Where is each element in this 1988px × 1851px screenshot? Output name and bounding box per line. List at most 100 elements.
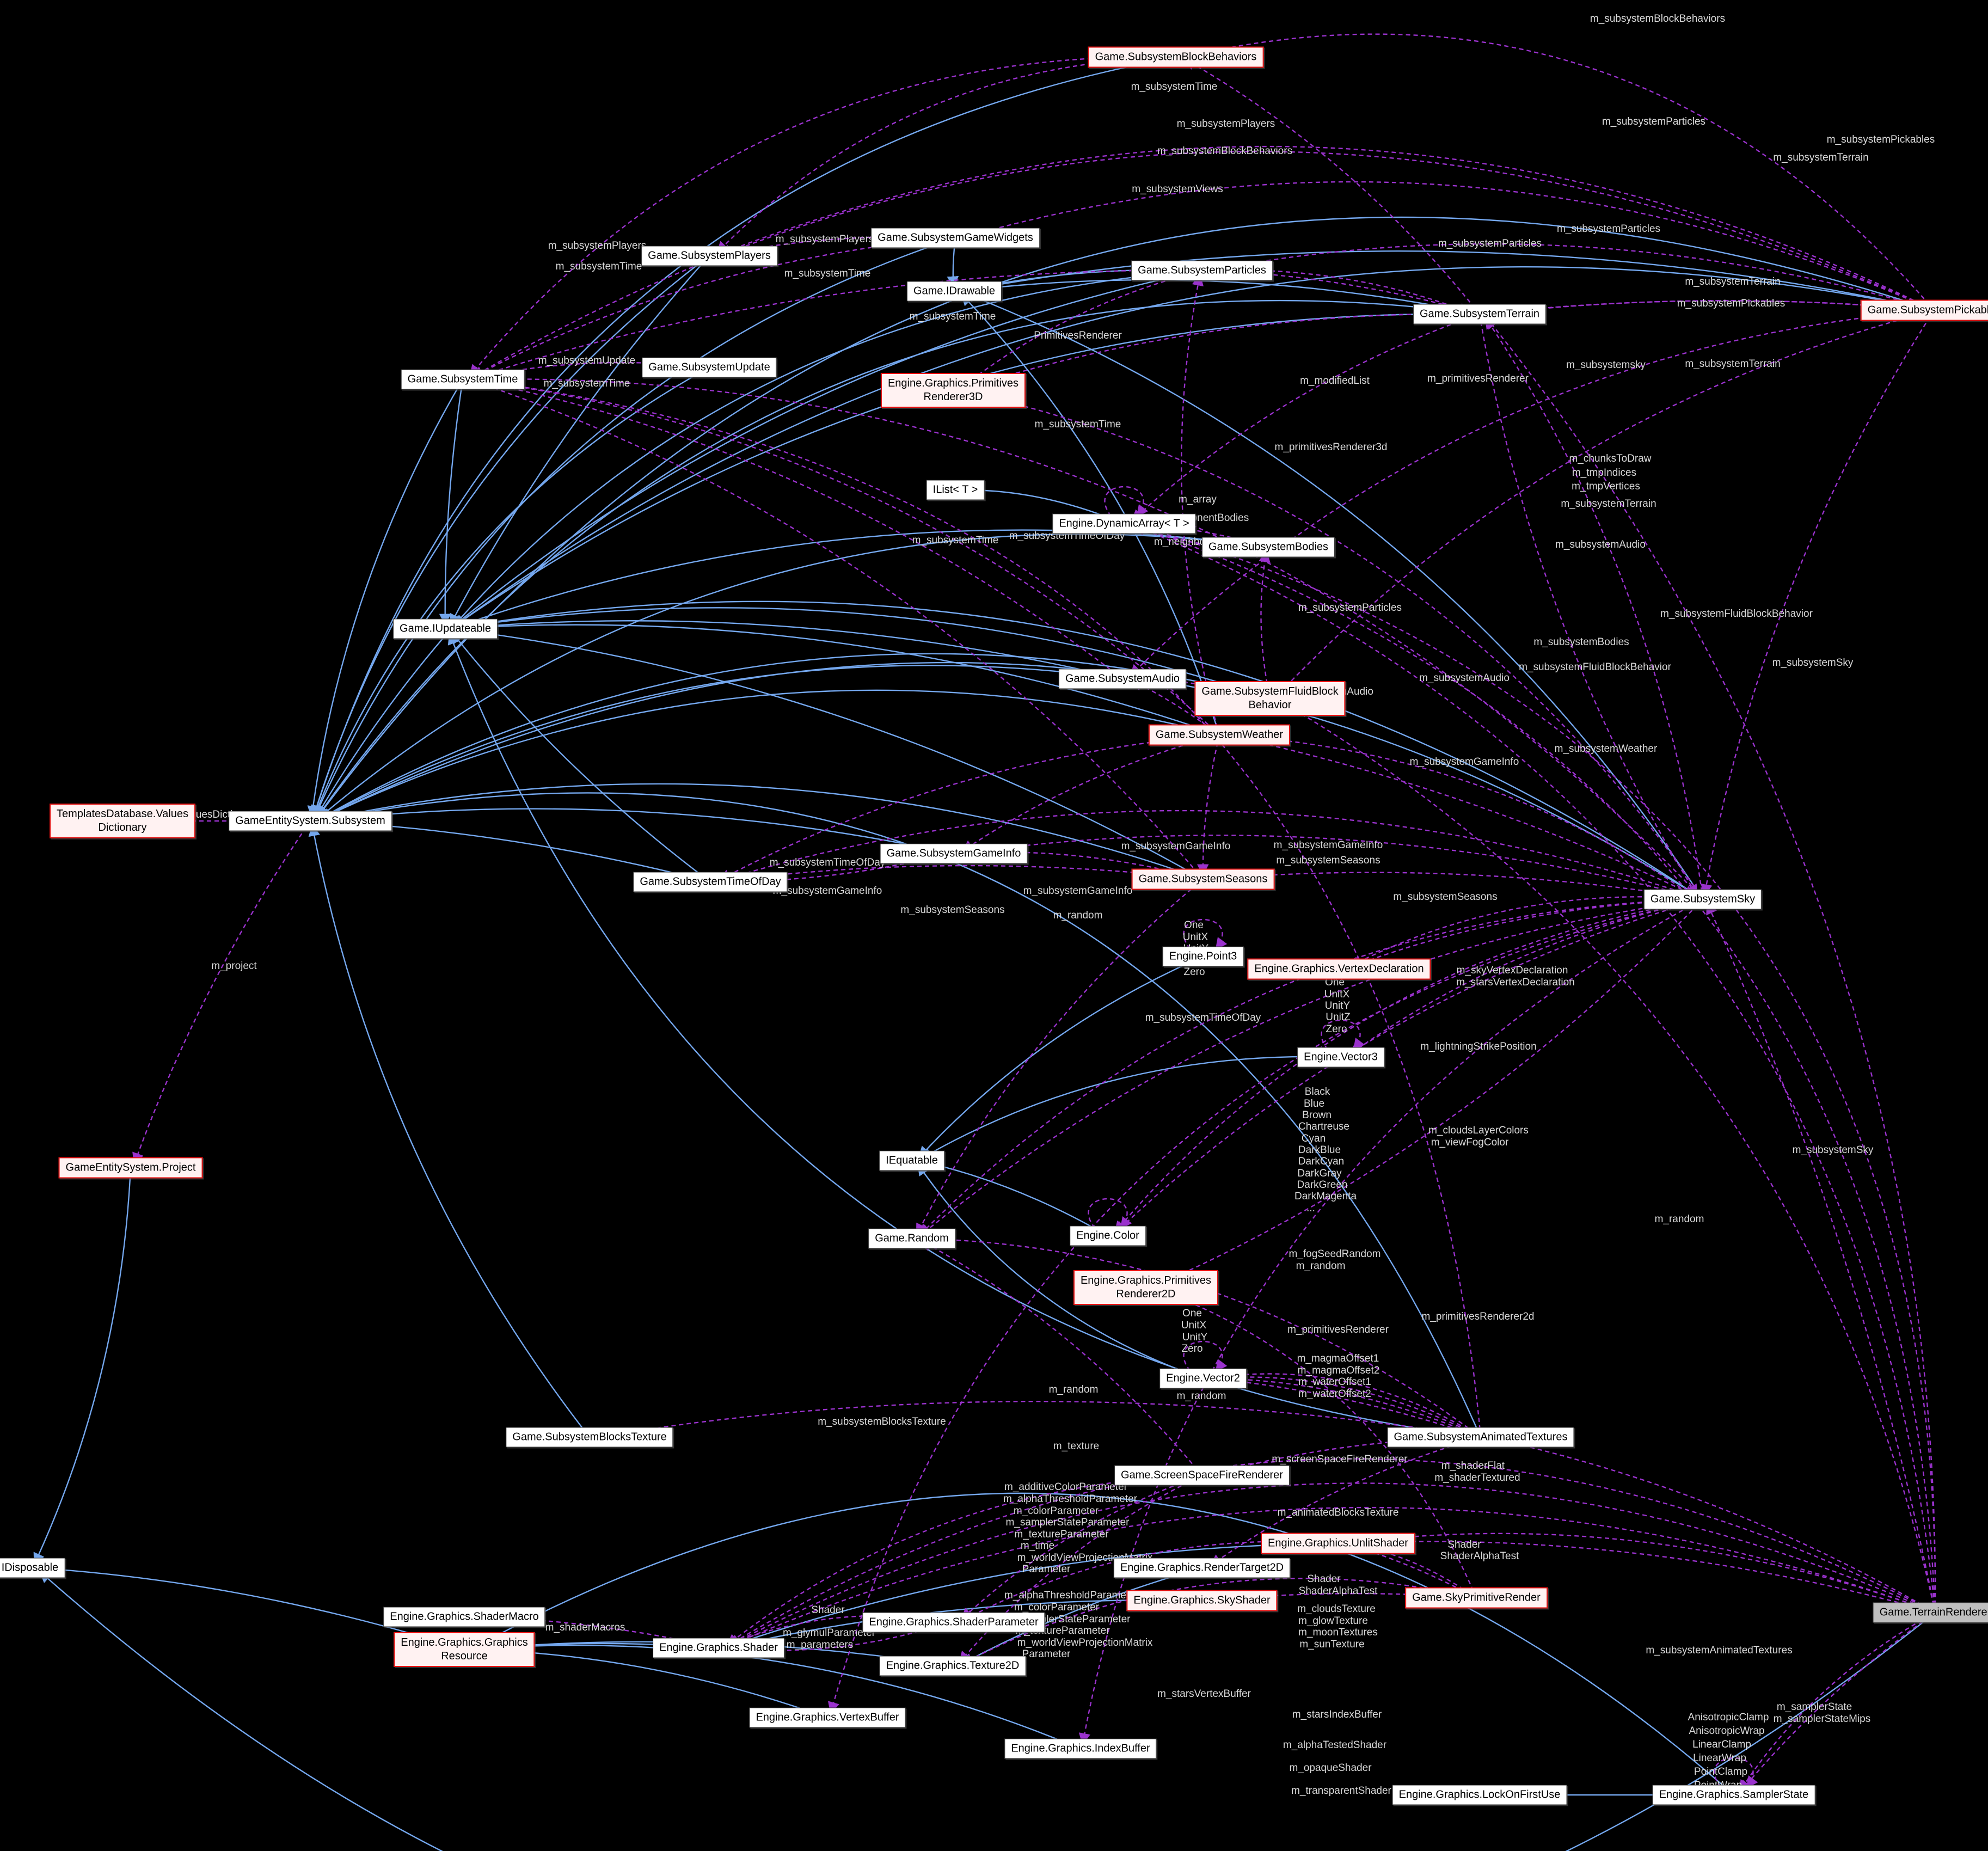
node-saud[interactable]: Game.SubsystemAudio [1058,669,1187,689]
node-col[interactable]: Engine.Color [1070,1225,1146,1246]
node-dynarr[interactable]: Engine.DynamicArray< T > [1052,513,1196,534]
edge-label: AnisotropicClamp [1688,1712,1769,1723]
node-sgi[interactable]: Game.SubsystemGameInfo [880,843,1028,864]
node-stime[interactable]: Game.SubsystemTime [401,369,525,390]
edge [439,379,464,626]
node-subs[interactable]: GameEntitySystem.Subsystem [229,811,392,831]
node-shad[interactable]: Engine.Graphics.Shader [653,1638,784,1658]
edge-label: m_starsVertexDeclaration [1456,977,1575,988]
edge-label: m_random [1053,910,1103,921]
node-ieq[interactable]: IEquatable [879,1150,944,1171]
node-ilist[interactable]: IList< T > [926,480,985,500]
edge-label: m_primitivesRenderer [1427,373,1529,384]
edge-label: m_glymulParameter [783,1627,875,1639]
edge [311,255,710,818]
node-iupd[interactable]: Game.IUpdateable [393,618,498,639]
edge-label: UnitX [1182,931,1208,943]
edge-label: m_subsystemTerrain [1561,498,1656,510]
edge-label: Cyan [1301,1133,1326,1144]
node-p3[interactable]: Engine.Point3 [1162,946,1244,967]
edge [474,1642,1081,1750]
node-ibuf[interactable]: Engine.Graphics.IndexBuffer [1004,1738,1157,1759]
edge-label: m_subsystemAudio [1555,539,1646,550]
node-sbod[interactable]: Game.SubsystemBodies [1201,537,1335,557]
node-v3[interactable]: Engine.Vector3 [1297,1047,1384,1068]
node-idisp[interactable]: IDisposable [0,1558,65,1578]
node-skypr[interactable]: Game.SkyPrimitiveRender [1405,1587,1548,1609]
edge-label: m_samplerStateMips [1773,1713,1871,1725]
node-sstate[interactable]: Engine.Graphics.SamplerState [1652,1785,1815,1805]
node-vdecl[interactable]: Engine.Graphics.VertexDeclaration [1247,958,1431,980]
edge [1212,1370,1481,1438]
node-pr2[interactable]: Engine.Graphics.Primitives Renderer2D [1073,1270,1219,1305]
node-sbt[interactable]: Game.SubsystemBlocksTexture [506,1427,673,1448]
edge-label: m_subsystemPickables [1826,134,1935,145]
node-idr[interactable]: Game.IDrawable [906,281,1002,302]
edge [961,734,1220,852]
edge-label: m_starsVertexBuffer [1157,1688,1251,1700]
node-spl[interactable]: Game.SubsystemPlayers [641,246,777,266]
node-tex2[interactable]: Engine.Graphics.Texture2D [879,1656,1026,1676]
node-tvd[interactable]: TemplatesDatabase.Values Dictionary [50,804,195,838]
edge [920,1240,1202,1476]
node-skysh[interactable]: Engine.Graphics.SkyShader [1126,1590,1278,1611]
node-rnd[interactable]: Game.Random [868,1228,955,1249]
edge [455,620,1123,680]
edge [1740,1612,1936,1793]
edge-label: m_subsystemBlockBehaviors [1590,13,1726,24]
edge-label: m_viewFogColor [1431,1137,1509,1148]
edge-label: m_subsystemParticles [1602,116,1706,127]
node-gres[interactable]: Engine.Graphics.Graphics Resource [394,1632,535,1667]
edge [1706,902,1936,1613]
node-spk[interactable]: Game.SubsystemPickables [1860,299,1988,321]
node-ssky[interactable]: Game.SubsystemSky [1643,889,1762,910]
edge [1131,313,1480,522]
edge [828,898,1703,1714]
edge [39,1563,465,1651]
node-spt[interactable]: Game.SubsystemParticles [1131,260,1273,281]
node-trend[interactable]: Game.TerrainRenderer [1873,1602,1988,1623]
edge [1186,33,1935,311]
edge [307,379,464,818]
node-smac[interactable]: Engine.Graphics.ShaderMacro [383,1607,545,1627]
node-ster[interactable]: Game.SubsystemTerrain [1413,304,1547,324]
node-lofu[interactable]: Engine.Graphics.LockOnFirstUse [1392,1785,1567,1805]
edge-label: m_magmaOffset1 [1297,1353,1379,1364]
edge [1154,899,1703,1287]
node-unlit[interactable]: Engine.Graphics.UnlitShader [1261,1533,1415,1554]
edge-label: m_random [1296,1260,1346,1272]
edge-label: m_opaqueShader [1289,1762,1372,1774]
edge-label: Chartreuse [1298,1121,1349,1132]
node-v2[interactable]: Engine.Vector2 [1159,1368,1247,1389]
edge-label: LinearWrap [1693,1752,1746,1764]
node-stod[interactable]: Game.SubsystemTimeOfDay [633,872,788,892]
edge [33,1167,132,1565]
edge-label: m_project [211,960,257,972]
node-vbuf[interactable]: Engine.Graphics.VertexBuffer [749,1707,906,1728]
node-ssea[interactable]: Game.SubsystemSeasons [1131,868,1275,890]
edge-label: ShaderAlphaTest [1440,1550,1519,1562]
edge [1212,1371,1481,1438]
node-pr3[interactable]: Engine.Graphics.Primitives Renderer3D [880,373,1026,408]
edge-label: m_alphaTestedShader [1283,1739,1387,1751]
node-sgw[interactable]: Game.SubsystemGameWidgets [871,228,1040,248]
node-proj[interactable]: GameEntitySystem.Project [58,1157,203,1179]
node-rt2[interactable]: Engine.Graphics.RenderTarget2D [1113,1558,1291,1578]
node-sparam[interactable]: Engine.Graphics.ShaderParameter [862,1612,1045,1633]
edge [1104,486,1149,517]
node-supd[interactable]: Game.SubsystemUpdate [642,357,777,378]
node-swea[interactable]: Game.SubsystemWeather [1148,724,1291,746]
edge [963,279,1480,315]
edge-label: Shader [1447,1539,1481,1550]
edge [1183,1340,1228,1372]
node-ssfr[interactable]: Game.ScreenSpaceFireRenderer [1114,1465,1290,1486]
edge-label: m_subsystemGameInfo [1121,841,1231,852]
edge [447,632,1481,1438]
edge-label: m_subsystemsky [1566,359,1646,371]
edge [319,808,954,855]
node-sat[interactable]: Game.SubsystemAnimatedTextures [1387,1427,1574,1448]
edge-label: m_subsystemParticles [1298,602,1402,614]
node-sfbb[interactable]: Game.SubsystemFluidBlock Behavior [1194,681,1346,716]
node-sbb[interactable]: Game.SubsystemBlockBehaviors [1088,46,1264,68]
edge-label: PointClamp [1694,1766,1748,1778]
